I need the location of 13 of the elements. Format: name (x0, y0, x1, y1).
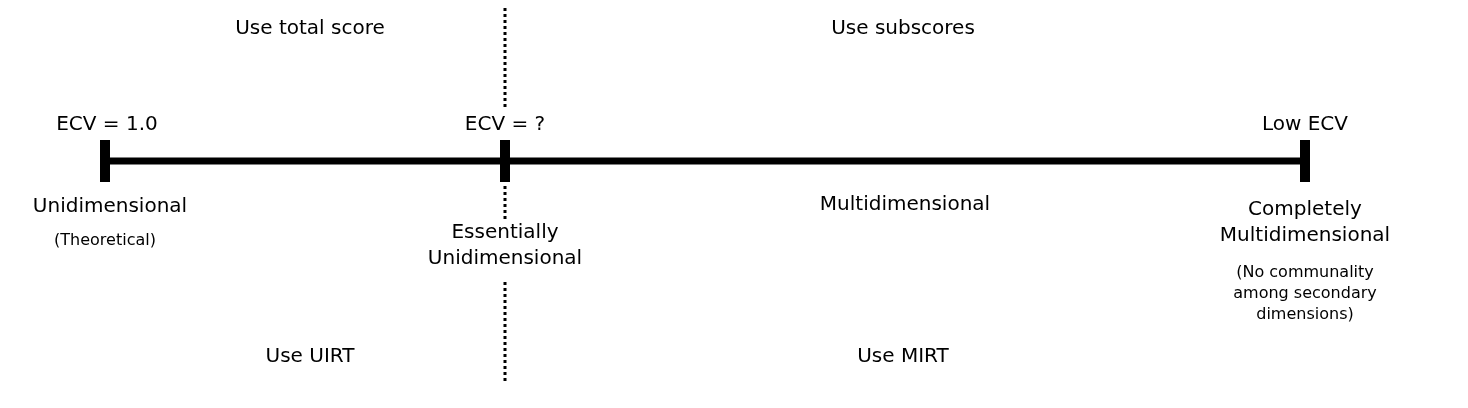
note-text: (No communality among secondary dimensions) (1232, 262, 1378, 325)
scale-point-label: Completely Multidimensional (1219, 195, 1391, 247)
decision-heading: Use total score (235, 14, 385, 40)
note-text: (Theoretical) (54, 230, 156, 251)
ecv-label: Low ECV (1262, 110, 1348, 136)
ecv-label: ECV = ? (464, 110, 546, 136)
ecv-label: ECV = 1.0 (56, 110, 158, 136)
scale-point-label: Multidimensional (819, 190, 991, 216)
model-recommendation: Use MIRT (857, 342, 949, 368)
scale-point-label: Essentially Unidimensional (426, 218, 584, 270)
model-recommendation: Use UIRT (265, 342, 355, 368)
scale-point-label: Unidimensional (32, 192, 188, 218)
decision-heading: Use subscores (831, 14, 975, 40)
